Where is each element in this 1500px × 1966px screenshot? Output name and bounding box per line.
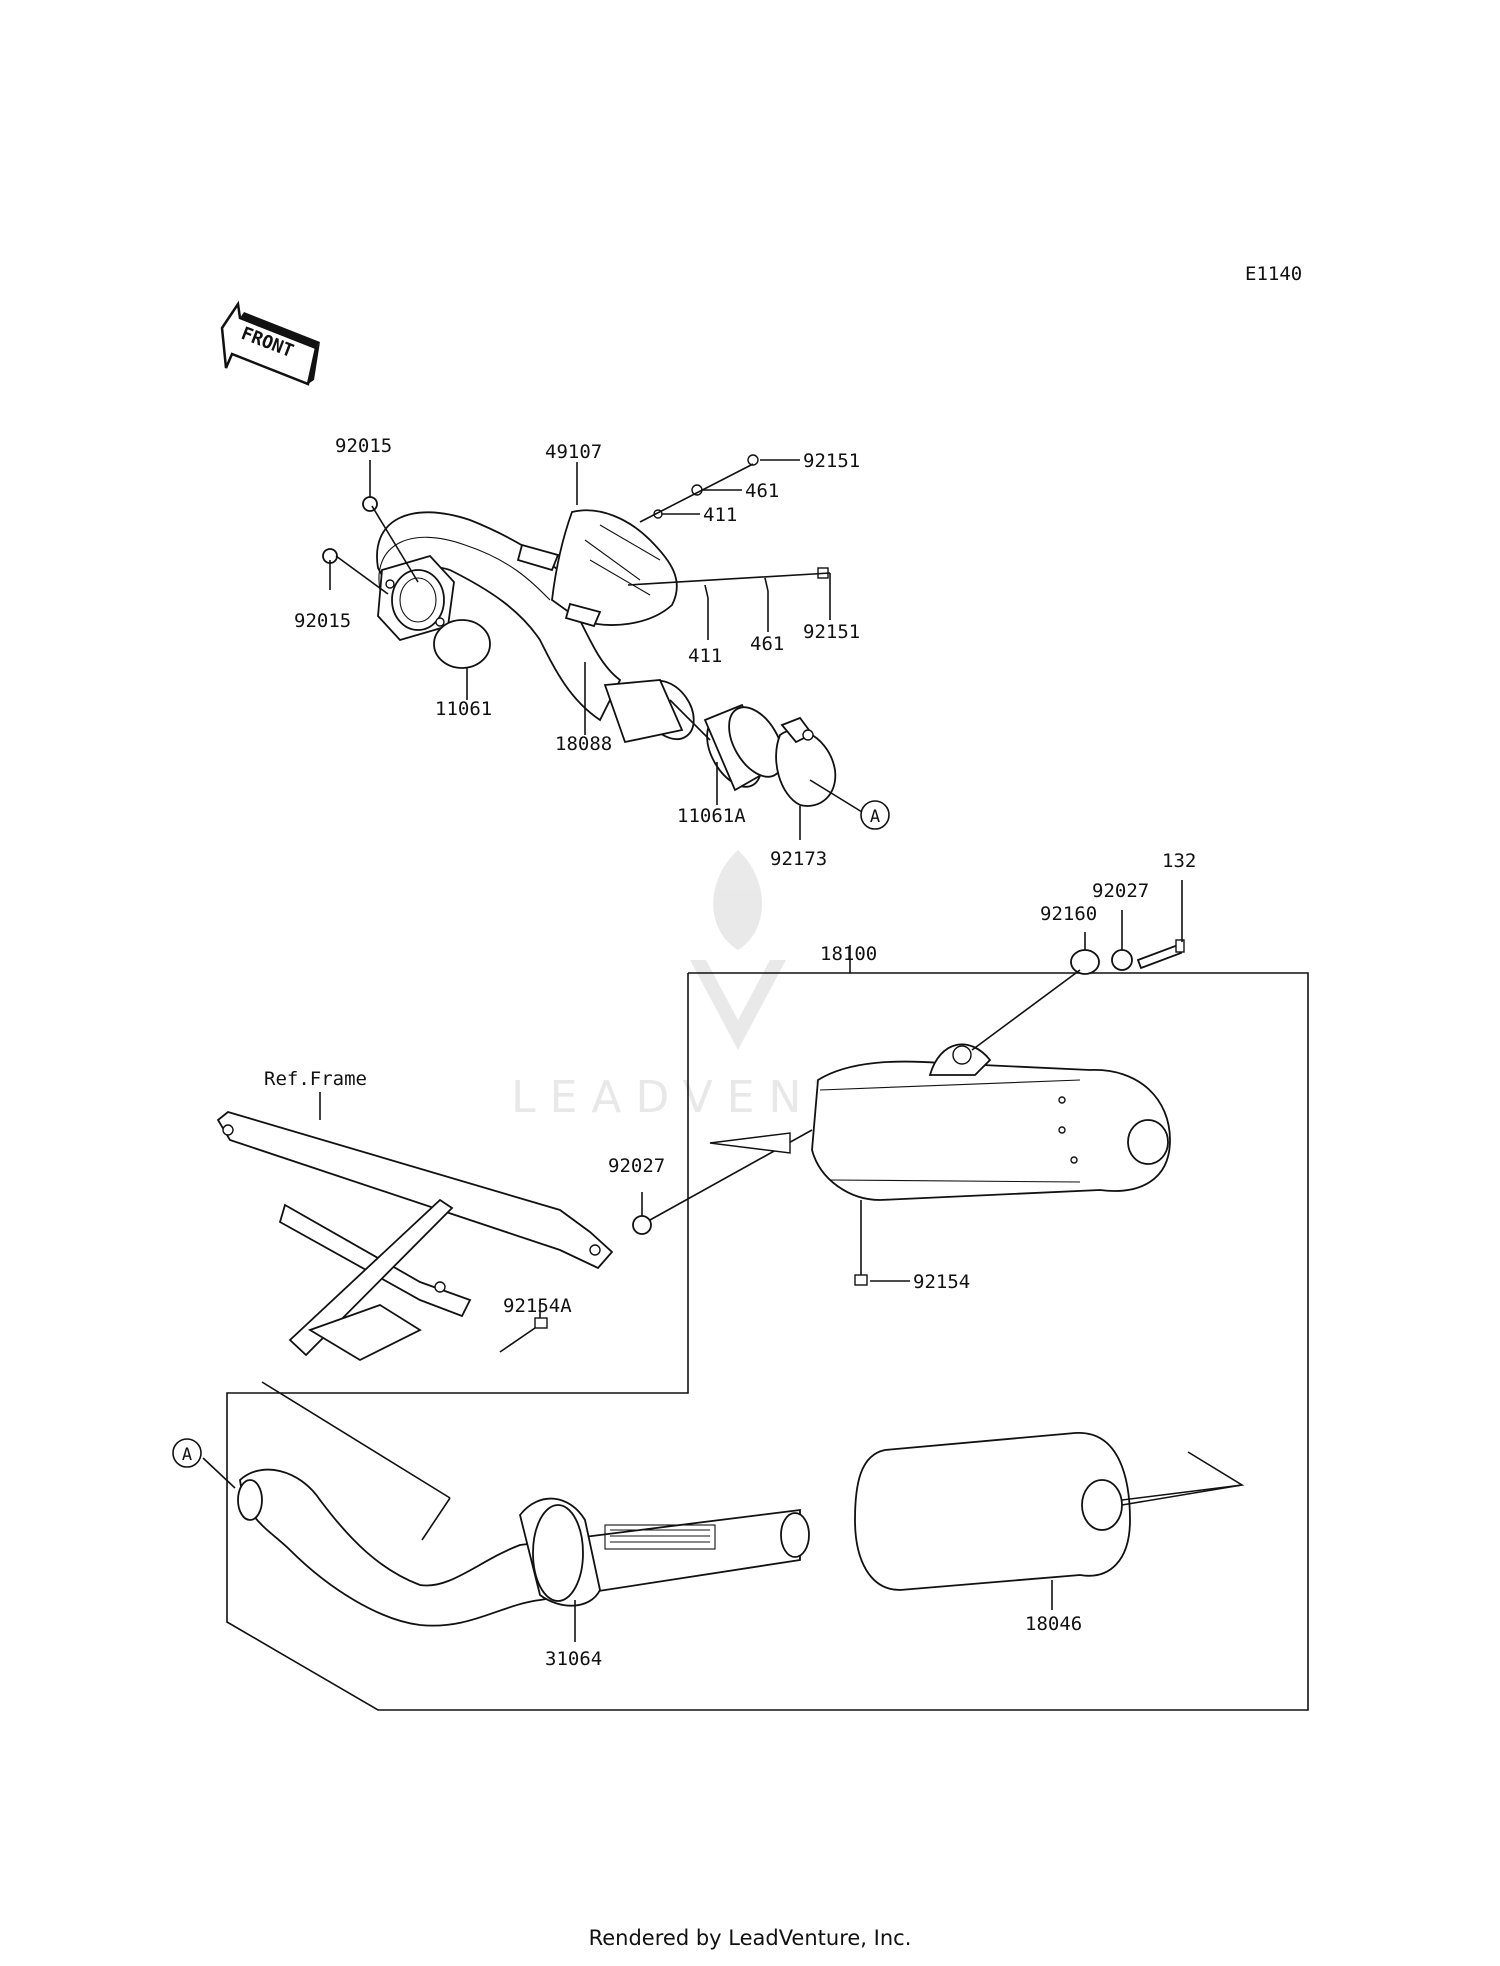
label-18088: 18088	[555, 733, 612, 755]
leader-lines-upper	[329, 459, 863, 840]
bolt-92154	[854, 1274, 868, 1286]
assembly-box-18100	[226, 945, 1309, 1711]
leader-lines-middle	[319, 880, 1183, 1353]
label-11061a: 11061A	[677, 805, 746, 827]
footer-credit: Rendered by LeadVenture, Inc.	[588, 1926, 912, 1950]
label-92027-upper: 92027	[1092, 880, 1149, 902]
label-92027-lower: 92027	[608, 1155, 665, 1177]
label-461-upper: 461	[745, 480, 779, 502]
heat-guard-49107	[516, 509, 678, 628]
inner-pipe-31064	[237, 1468, 810, 1627]
washer-92027-lower	[632, 1215, 652, 1235]
muffler-body-18100	[811, 1043, 1171, 1201]
sleeve-11061a	[703, 703, 784, 792]
washer-92027-upper	[1111, 949, 1133, 971]
gasket-11061	[433, 619, 491, 669]
end-cap-18046	[854, 1432, 1245, 1591]
bolt-132	[1136, 939, 1185, 970]
label-411-lower: 411	[688, 645, 722, 667]
clamp-92173	[775, 716, 837, 807]
part-labels: 92015 92015 49107 92151 461 411 411 461 …	[264, 435, 1196, 1670]
bolt-92151-upper	[747, 454, 759, 466]
label-92154a: 92154A	[503, 1295, 572, 1317]
label-461-lower: 461	[750, 633, 784, 655]
label-92151-upper: 92151	[803, 450, 860, 472]
callout-a-upper: A	[860, 800, 890, 830]
front-arrow-icon: FRONT	[220, 300, 320, 386]
label-411-upper: 411	[703, 504, 737, 526]
label-132: 132	[1162, 850, 1196, 872]
label-ref-frame: Ref.Frame	[264, 1068, 367, 1090]
diagram-code: E1140	[1245, 263, 1302, 285]
callout-a-lower: A	[172, 1438, 202, 1468]
ref-frame	[216, 1111, 614, 1362]
label-92160: 92160	[1040, 903, 1097, 925]
callout-a-lower-label: A	[182, 1445, 192, 1465]
label-92015-lower: 92015	[294, 610, 351, 632]
callout-a-upper-label: A	[870, 807, 880, 827]
label-18100: 18100	[820, 943, 877, 965]
label-92015-upper: 92015	[335, 435, 392, 457]
label-92154: 92154	[913, 1271, 970, 1293]
leader-lines-lower	[202, 1381, 1053, 1642]
nut-92015-upper	[362, 496, 378, 512]
label-92151-lower: 92151	[803, 621, 860, 643]
label-11061: 11061	[435, 698, 492, 720]
washer-411-lower	[704, 584, 709, 599]
label-31064: 31064	[545, 1648, 602, 1670]
label-92173: 92173	[770, 848, 827, 870]
damper-92160	[1070, 949, 1100, 975]
bolt-92154a	[534, 1317, 548, 1329]
washer-461-lower	[764, 577, 769, 592]
label-49107: 49107	[545, 441, 602, 463]
label-18046: 18046	[1025, 1613, 1082, 1635]
